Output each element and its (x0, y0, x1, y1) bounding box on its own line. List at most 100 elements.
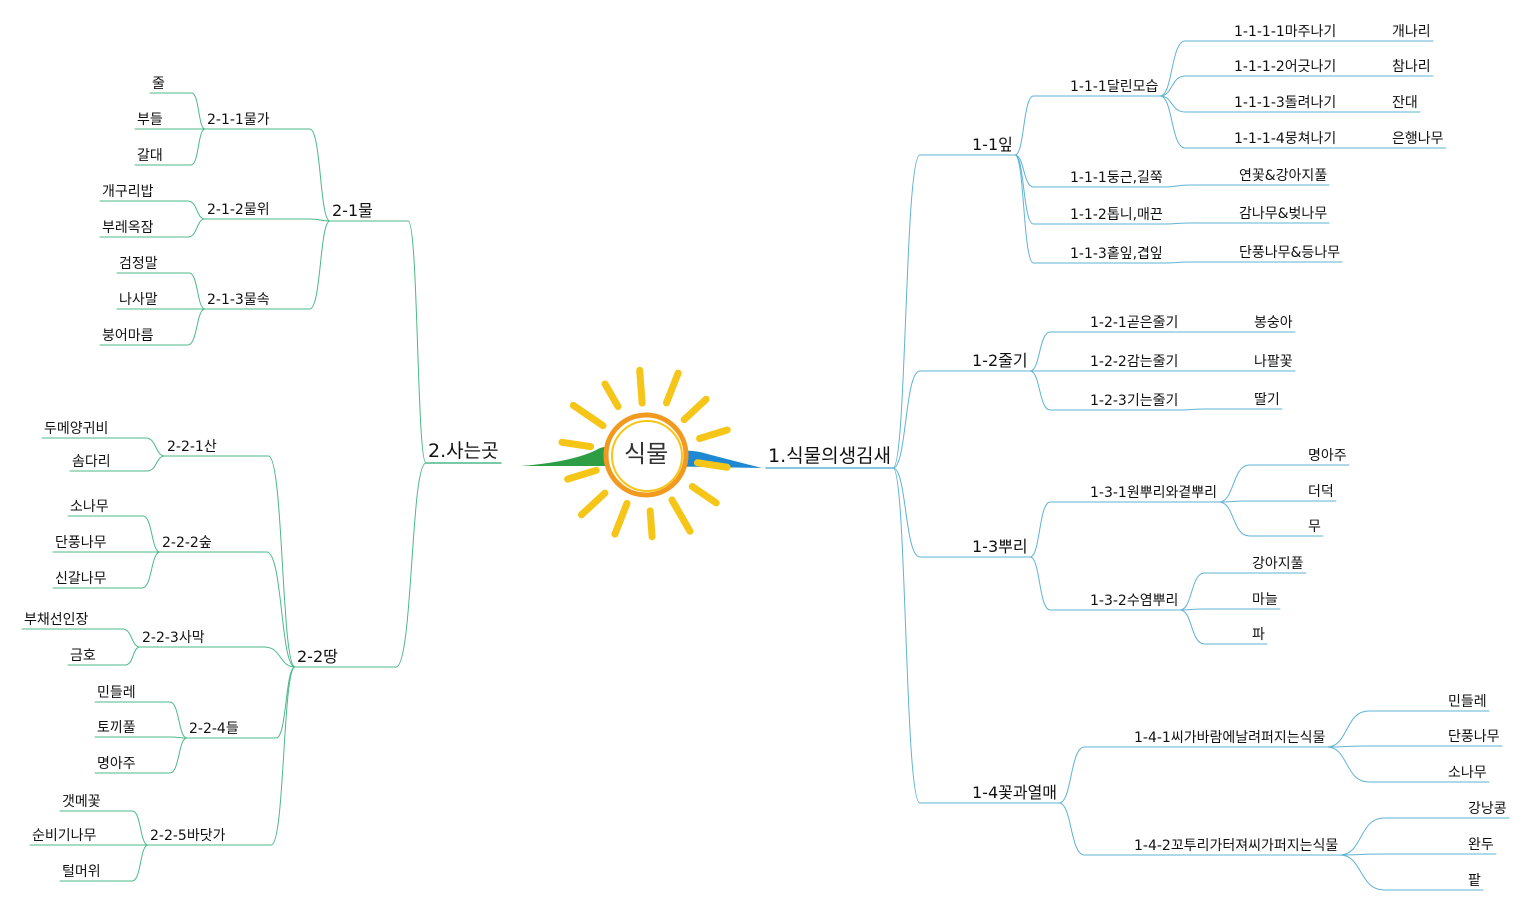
node-은행나무[interactable]: 은행나무 (1392, 131, 1444, 147)
node-봉숭아[interactable]: 봉숭아 (1254, 315, 1293, 331)
node-줄[interactable]: 줄 (152, 76, 165, 92)
node-1-식물의생김새[interactable]: 1.식물의생김새 (768, 445, 892, 467)
connector (1014, 154, 1069, 264)
node-팥[interactable]: 팥 (1468, 873, 1481, 889)
node-완두[interactable]: 완두 (1468, 837, 1494, 853)
node-단풍나무-등나무[interactable]: 단풍나무&등나무 (1239, 245, 1341, 261)
node-1-1-1둥근-길쭉[interactable]: 1-1-1둥근,길쭉 (1070, 170, 1163, 186)
node-2-1물[interactable]: 2-1물 (332, 201, 373, 220)
connector (1218, 464, 1307, 503)
node-단풍나무[interactable]: 단풍나무 (55, 535, 107, 551)
node-1-1-2톱니-매끈[interactable]: 1-1-2톱니,매끈 (1070, 207, 1163, 223)
node-순비기나무[interactable]: 순비기나무 (32, 828, 97, 844)
node-솜다리[interactable]: 솜다리 (72, 454, 111, 470)
node-검정말[interactable]: 검정말 (119, 256, 158, 272)
node-토끼풀[interactable]: 토끼풀 (97, 720, 136, 736)
node-붕어마름[interactable]: 붕어마름 (102, 328, 154, 344)
connector (102, 844, 149, 882)
connector (206, 646, 296, 668)
connector (1058, 746, 1133, 804)
node-1-1-1-3돌려나기[interactable]: 1-1-1-3돌려나기 (1234, 95, 1337, 111)
connector (137, 737, 188, 774)
connector (1339, 817, 1467, 856)
node-1-2줄기[interactable]: 1-2줄기 (972, 351, 1028, 370)
connector (97, 646, 141, 666)
node-강아지풀[interactable]: 강아지풀 (1252, 556, 1304, 572)
node-1-4-1씨가바람에날려퍼지는식물[interactable]: 1-4-1씨가바람에날려퍼지는식물 (1134, 730, 1326, 746)
node-2-사는곳[interactable]: 2.사는곳 (428, 440, 499, 462)
node-1-4-2꼬투리가터져씨가퍼지는식물[interactable]: 1-4-2꼬투리가터져씨가퍼지는식물 (1134, 838, 1339, 854)
node-나팔꽃[interactable]: 나팔꽃 (1254, 354, 1293, 370)
node-강낭콩[interactable]: 강낭콩 (1468, 801, 1507, 817)
node-1-3뿌리[interactable]: 1-3뿌리 (972, 537, 1028, 556)
node-명아주[interactable]: 명아주 (1308, 448, 1347, 464)
connector (1179, 609, 1251, 645)
node-단풍나무[interactable]: 단풍나무 (1448, 729, 1500, 745)
node-1-1-1-4뭉쳐나기[interactable]: 1-1-1-4뭉쳐나기 (1234, 131, 1337, 147)
node-2-2-4들[interactable]: 2-2-4들 (189, 721, 239, 737)
node-참나리[interactable]: 참나리 (1392, 59, 1431, 75)
node-개구리밥[interactable]: 개구리밥 (102, 184, 154, 200)
node-마늘[interactable]: 마늘 (1252, 592, 1278, 608)
node-1-2-3기는줄기[interactable]: 1-2-3기는줄기 (1090, 393, 1179, 409)
connector (137, 701, 188, 739)
node-잔대[interactable]: 잔대 (1392, 95, 1418, 111)
node-두메양귀비[interactable]: 두메양귀비 (44, 421, 109, 437)
connector (892, 370, 971, 469)
node-명아주[interactable]: 명아주 (97, 756, 136, 772)
node-민들레[interactable]: 민들레 (1448, 694, 1487, 710)
node-1-4꽃과열매[interactable]: 1-4꽃과열매 (972, 783, 1058, 802)
node-개나리[interactable]: 개나리 (1392, 24, 1431, 40)
node-파[interactable]: 파 (1252, 627, 1265, 643)
node-무[interactable]: 무 (1308, 519, 1321, 535)
node-갯메꽃[interactable]: 갯메꽃 (62, 794, 101, 810)
node-연꽃-강아지풀[interactable]: 연꽃&강아지풀 (1239, 168, 1328, 184)
node-갈대[interactable]: 갈대 (137, 148, 163, 164)
node-1-1-1-1마주나기[interactable]: 1-1-1-1마주나기 (1234, 24, 1337, 40)
node-부들[interactable]: 부들 (137, 112, 163, 128)
connector (137, 736, 188, 739)
connector (892, 467, 971, 804)
node-소나무[interactable]: 소나무 (70, 499, 109, 515)
node-2-2땅[interactable]: 2-2땅 (297, 647, 338, 666)
connector (1029, 331, 1089, 372)
node-1-2-2감는줄기[interactable]: 1-2-2감는줄기 (1090, 354, 1179, 370)
node-1-3-1원뿌리와곁뿌리[interactable]: 1-3-1원뿌리와곁뿌리 (1090, 485, 1217, 501)
node-금호[interactable]: 금호 (70, 648, 96, 664)
connector (155, 200, 206, 220)
node-2-2-2숲[interactable]: 2-2-2숲 (162, 535, 212, 551)
node-1-3-2수염뿌리[interactable]: 1-3-2수염뿌리 (1090, 593, 1179, 609)
node-감나무-벚나무[interactable]: 감나무&벚나무 (1239, 206, 1328, 222)
node-소나무[interactable]: 소나무 (1448, 765, 1487, 781)
node-신갈나무[interactable]: 신갈나무 (55, 571, 107, 587)
connector (89, 628, 141, 648)
node-2-2-3사막[interactable]: 2-2-3사막 (142, 630, 205, 646)
node-1-1-1달린모습[interactable]: 1-1-1달린모습 (1070, 79, 1159, 95)
node-더덕[interactable]: 더덕 (1308, 484, 1334, 500)
node-2-2-5바닷가[interactable]: 2-2-5바닷가 (150, 828, 226, 844)
connector (1164, 222, 1238, 225)
node-2-2-1산[interactable]: 2-2-1산 (167, 439, 217, 455)
node-민들레[interactable]: 민들레 (97, 685, 136, 701)
central-topic[interactable]: 식물 (624, 440, 669, 468)
node-부채선인장[interactable]: 부채선인장 (24, 612, 89, 628)
node-1-1-1-2어긋나기[interactable]: 1-1-1-2어긋나기 (1234, 59, 1337, 75)
connector (339, 462, 427, 668)
node-부레옥잠[interactable]: 부레옥잠 (102, 220, 154, 236)
node-딸기[interactable]: 딸기 (1254, 392, 1280, 408)
node-1-2-1곧은줄기[interactable]: 1-2-1곧은줄기 (1090, 315, 1179, 331)
node-나사말[interactable]: 나사말 (119, 292, 158, 308)
node-1-1잎[interactable]: 1-1잎 (972, 135, 1013, 154)
connector (166, 92, 206, 130)
node-2-1-2물위[interactable]: 2-1-2물위 (207, 202, 270, 218)
node-털머위[interactable]: 털머위 (62, 864, 101, 880)
node-1-1-3홑잎-겹잎[interactable]: 1-1-3홑잎,겹잎 (1070, 246, 1163, 262)
node-2-1-3물속[interactable]: 2-1-3물속 (207, 292, 270, 308)
connector (1058, 802, 1133, 856)
node-2-1-1물가[interactable]: 2-1-1물가 (207, 112, 270, 128)
connector (1326, 710, 1447, 748)
connector (164, 128, 206, 166)
connector (1218, 501, 1307, 537)
